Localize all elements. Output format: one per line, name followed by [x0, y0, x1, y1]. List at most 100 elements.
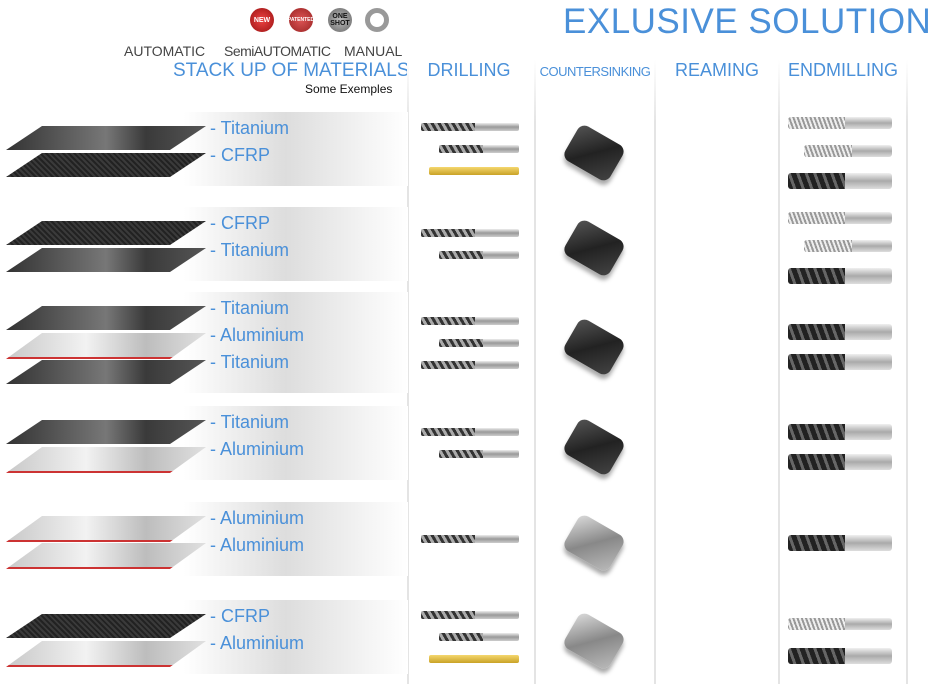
mode-automatic: AUTOMATIC [124, 43, 206, 59]
endmill-icon [788, 424, 892, 440]
drill-flute [421, 123, 475, 131]
drill-icon [421, 360, 519, 369]
material-label: - CFRP [210, 213, 270, 233]
material-label: - Aluminium [210, 325, 305, 345]
endmill-flute [788, 117, 846, 129]
countersink-tool-icon [561, 512, 627, 574]
material-plate-aluminium [6, 447, 206, 473]
drill-icon [439, 251, 519, 259]
drill-icon [421, 229, 519, 237]
material-plate-aluminium [6, 641, 206, 667]
drill-flute [421, 535, 475, 543]
drill-icon [421, 611, 519, 619]
drill-icon [439, 145, 519, 153]
countersink-tool-icon [561, 416, 627, 478]
drill-flute [439, 450, 483, 458]
material-plate-titanium [6, 360, 206, 384]
endmill-flute [788, 648, 846, 664]
drill-flute [439, 251, 483, 259]
endmill-icon [788, 323, 892, 340]
mode-semiautomatic: SemiAUTOMATIC [224, 43, 331, 59]
material-label: - Aluminium [210, 439, 305, 459]
column-header-reaming: REAMING [674, 60, 759, 80]
column-header-drilling: DRILLING [427, 60, 511, 80]
endmill-flute [804, 240, 853, 252]
drill-icon [439, 338, 519, 347]
drill-flute [421, 316, 475, 325]
drill-icon [421, 123, 519, 131]
material-label: - Titanium [210, 352, 290, 372]
material-plate-aluminium [6, 543, 206, 569]
endmill-icon [788, 535, 892, 551]
drill-flute [439, 145, 483, 153]
endmill-flute [788, 424, 846, 440]
drill-flute [421, 611, 475, 619]
material-plate-titanium [6, 126, 206, 150]
one-shot-badge-icon: ONE SHOT [328, 8, 352, 32]
stack-title: STACK UP OF MATERIALS [173, 60, 410, 81]
mode-manual: MANUAL [344, 43, 403, 59]
endmill-icon [788, 618, 892, 630]
material-label: - Titanium [210, 240, 290, 260]
new-badge-icon: NEW [250, 8, 274, 32]
column-divider [778, 60, 780, 684]
material-plate-cfrp [6, 221, 206, 245]
column-header-countersinking: COUNTERSINKING [539, 64, 651, 79]
endmill-flute [788, 268, 846, 284]
endmill-icon [788, 648, 892, 664]
stack-subtitle: Some Exemples [305, 82, 393, 96]
material-plate-cfrp [6, 614, 206, 638]
drill-flute [421, 428, 475, 436]
drill-flute [439, 633, 483, 641]
endmill-icon [788, 353, 892, 370]
endmill-flute [788, 454, 846, 470]
endmill-flute [788, 173, 846, 189]
endmill-icon [788, 173, 892, 189]
material-label: - CFRP [210, 145, 270, 165]
endmill-icon [804, 240, 892, 252]
material-plate-titanium [6, 248, 206, 272]
drill-flute [421, 360, 475, 369]
endmill-flute [788, 353, 846, 370]
column-divider [407, 60, 409, 684]
drill-icon [421, 428, 519, 436]
page-title: EXLUSIVE SOLUTION [563, 2, 929, 41]
endmill-icon [788, 268, 892, 284]
endmill-icon [788, 212, 892, 224]
countersink-tool-icon [561, 217, 627, 279]
endmill-flute [788, 212, 846, 224]
material-plate-titanium [6, 306, 206, 330]
gold-drill-icon [429, 167, 519, 175]
endmill-icon [804, 145, 892, 157]
column-divider [534, 60, 536, 684]
material-label: - Aluminium [210, 508, 305, 528]
ring-badge-icon [365, 8, 389, 32]
patented-badge-icon: PATENTED [289, 8, 313, 32]
column-divider [906, 60, 908, 684]
material-label: - Titanium [210, 298, 290, 318]
countersink-tool-icon [561, 122, 627, 184]
endmill-icon [788, 117, 892, 129]
drill-flute [421, 229, 475, 237]
material-plate-aluminium [6, 516, 206, 542]
endmill-flute [804, 145, 853, 157]
drill-icon [439, 450, 519, 458]
column-header-endmilling: ENDMILLING [787, 60, 899, 80]
material-label: - Aluminium [210, 633, 305, 653]
drill-icon [421, 535, 519, 543]
drill-flute [439, 338, 483, 347]
material-plate-cfrp [6, 153, 206, 177]
endmill-icon [788, 454, 892, 470]
drill-icon [421, 316, 519, 325]
material-plate-aluminium [6, 333, 206, 359]
gold-drill-icon [429, 655, 519, 663]
countersink-tool-icon [561, 610, 627, 672]
countersink-tool-icon [561, 316, 627, 377]
material-label: - Aluminium [210, 535, 305, 555]
drill-icon [439, 633, 519, 641]
column-divider [654, 60, 656, 684]
material-label: - Titanium [210, 118, 290, 138]
material-label: - Titanium [210, 412, 290, 432]
endmill-flute [788, 535, 846, 551]
